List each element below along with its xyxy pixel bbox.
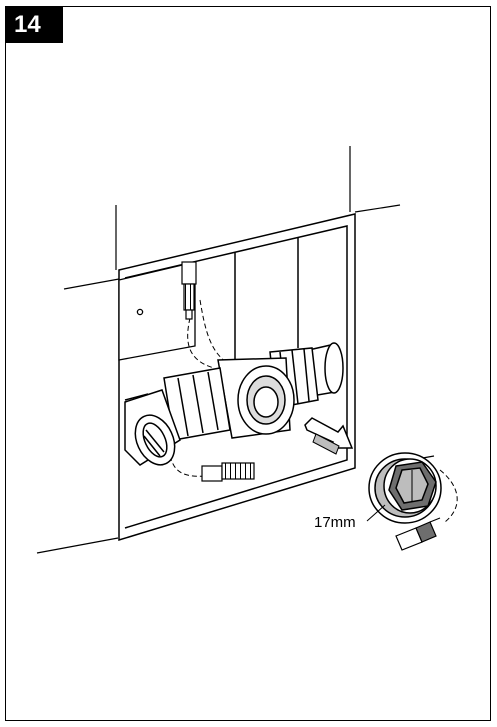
sensor-cable [167, 299, 458, 523]
label-leader-line [366, 504, 386, 522]
valve-assembly [124, 342, 344, 466]
lower-sensor-probe [201, 462, 255, 482]
removed-probe [395, 517, 441, 551]
removal-direction-arrow [304, 417, 354, 455]
removed-plug [368, 452, 442, 524]
mounting-plate [118, 261, 196, 361]
step-number-badge: 14 [5, 6, 63, 43]
wrench-size-label: 17mm [312, 514, 358, 531]
top-sensor-probe [181, 261, 197, 320]
wall-lines [36, 146, 435, 554]
